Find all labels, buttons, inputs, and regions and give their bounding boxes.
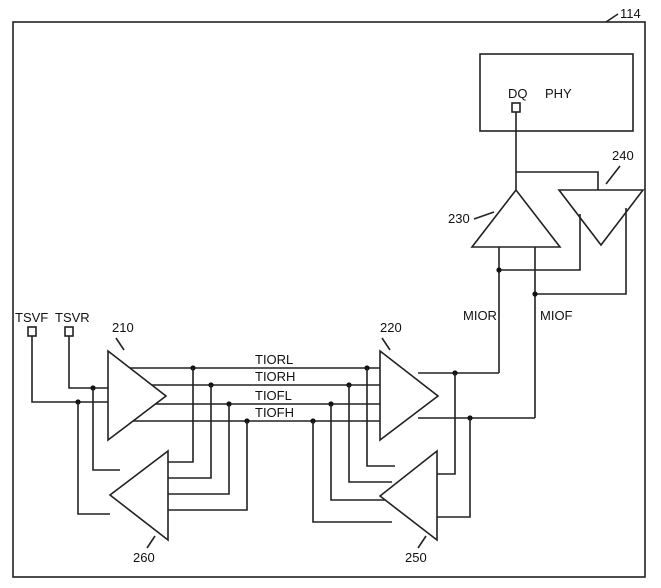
amp-240 <box>557 189 645 247</box>
outer-frame <box>12 21 646 578</box>
tiofl-label: TIOFL <box>255 388 292 403</box>
amp-250 <box>378 449 438 542</box>
w260-tiorh <box>168 385 212 479</box>
ref-leader-line <box>605 13 619 23</box>
w250-mior-tap <box>437 373 456 475</box>
label-250: 250 <box>405 550 427 565</box>
leader-230 <box>473 211 495 220</box>
junction-miof <box>532 291 538 297</box>
dq-pin <box>511 102 521 113</box>
tiofh-label: TIOFH <box>255 405 294 420</box>
phy-label: PHY <box>545 86 572 101</box>
amp-220 <box>379 349 440 442</box>
dq-to-240-wire <box>516 171 599 190</box>
w250-tiorh <box>348 385 392 483</box>
tsvf-pin <box>27 326 37 337</box>
w260-tiofl <box>168 404 230 495</box>
amp240-to-mior-wire <box>499 214 581 271</box>
mior-label: MIOR <box>463 308 497 323</box>
ref-number-114: 114 <box>620 6 641 21</box>
w250-tiofh <box>312 421 392 523</box>
label-220: 220 <box>380 320 402 335</box>
tiorl-label: TIORL <box>255 352 293 367</box>
leader-210 <box>115 337 125 351</box>
dq-pin-label: DQ <box>508 86 528 101</box>
label-240: 240 <box>612 148 634 163</box>
phy-block <box>479 53 634 132</box>
tsvf-wire <box>31 336 108 403</box>
label-260: 260 <box>133 550 155 565</box>
w260-out-tsvf <box>77 402 110 515</box>
w250-tiofl <box>330 404 386 501</box>
tsvr-wire <box>68 336 108 389</box>
leader-260 <box>146 535 156 549</box>
label-230: 230 <box>448 211 470 226</box>
leader-240 <box>605 165 621 185</box>
leader-250 <box>417 535 427 549</box>
tiorh-label: TIORH <box>255 369 295 384</box>
w250-miof-tap <box>437 418 471 518</box>
amp-260 <box>108 449 169 542</box>
w260-tiorl <box>168 368 194 463</box>
tsvf-label: TSVF <box>15 310 48 325</box>
tsvr-pin <box>64 326 74 337</box>
tsvr-label: TSVR <box>55 310 90 325</box>
miof-label: MIOF <box>540 308 573 323</box>
w260-tiofh <box>168 421 248 511</box>
amp240-to-miof-wire <box>535 208 627 295</box>
w250-tiorl <box>366 368 395 467</box>
amp-210 <box>107 349 168 442</box>
label-210: 210 <box>112 320 134 335</box>
amp-230 <box>470 188 562 248</box>
leader-220 <box>381 337 391 351</box>
w260-out-tsvr <box>92 388 120 471</box>
junction-mior <box>496 267 502 273</box>
